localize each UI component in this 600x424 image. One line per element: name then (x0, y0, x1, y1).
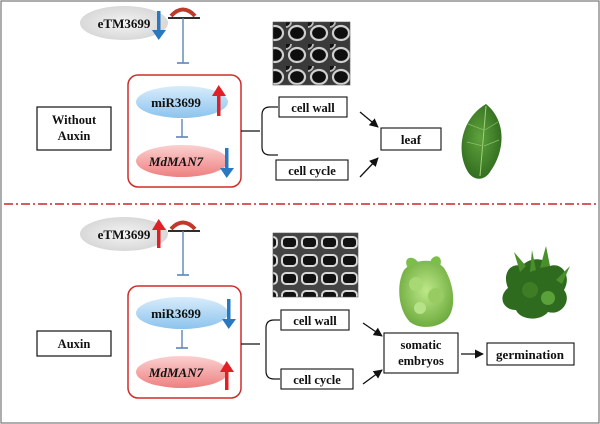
condition-box-top (36, 106, 112, 151)
outcome-box-bottom (383, 332, 459, 374)
up-arrow-icon (152, 219, 166, 248)
condition-label-bottom: Auxin (58, 337, 91, 351)
cell-cycle-box-top (275, 159, 349, 181)
mir3699-node-bottom (136, 297, 228, 329)
outcome-label-top: leaf (401, 132, 422, 147)
binding-arc-icon (169, 220, 197, 231)
mir3699-node-top (136, 86, 228, 118)
binding-arc-icon (169, 7, 197, 18)
etm3699-label-bottom: eTM3699 (98, 227, 151, 242)
mdman7-label-top: MdMAN7 (148, 154, 204, 169)
cell-cycle-label-top: cell cycle (288, 164, 336, 178)
cell-cycle-box-bottom (280, 368, 354, 390)
cell-cycle-label-bottom: cell cycle (293, 373, 341, 387)
final-label-bottom: germination (496, 347, 565, 362)
up-arrow-icon (220, 361, 234, 390)
mdman7-node-top (136, 145, 228, 177)
mdman7-node-bottom (136, 356, 228, 388)
down-arrow-icon (222, 299, 236, 329)
outcome-box-top (380, 127, 442, 151)
somatic-embryo-image (399, 256, 454, 327)
sem-image-top (272, 21, 351, 86)
etm3699-label-top: eTM3699 (98, 16, 151, 31)
condition-label-top-line2: Auxin (58, 129, 91, 143)
mir3699-label-bottom: miR3699 (151, 306, 201, 321)
cell-wall-label-top: cell wall (291, 101, 335, 115)
mir3699-label-top: miR3699 (151, 95, 201, 110)
down-arrow-icon (152, 11, 166, 40)
cell-wall-box-bottom (280, 309, 350, 331)
bottom-panel: eTM3699 Auxin miR3699 MdMAN7 (36, 217, 575, 399)
outcome-label-bottom-line1: somatic (401, 338, 442, 352)
condition-box-bottom (36, 330, 112, 357)
final-box-bottom (486, 342, 575, 366)
mdman7-label-bottom: MdMAN7 (148, 365, 204, 380)
down-arrow-icon (220, 148, 234, 178)
etm3699-node-bottom (80, 217, 168, 251)
outcome-label-bottom-line2: embryos (398, 354, 444, 368)
sem-image-bottom (272, 232, 359, 298)
cell-wall-box-top (278, 96, 348, 118)
up-arrow-icon (212, 85, 226, 116)
cell-wall-label-bottom: cell wall (293, 314, 337, 328)
condition-label-top-line1: Without (52, 113, 97, 127)
etm3699-node-top (80, 6, 168, 40)
leaf-image (461, 104, 502, 179)
germination-image (502, 246, 570, 319)
top-panel: eTM3699 Without Auxin miR3699 MdMAN7 (36, 6, 502, 188)
